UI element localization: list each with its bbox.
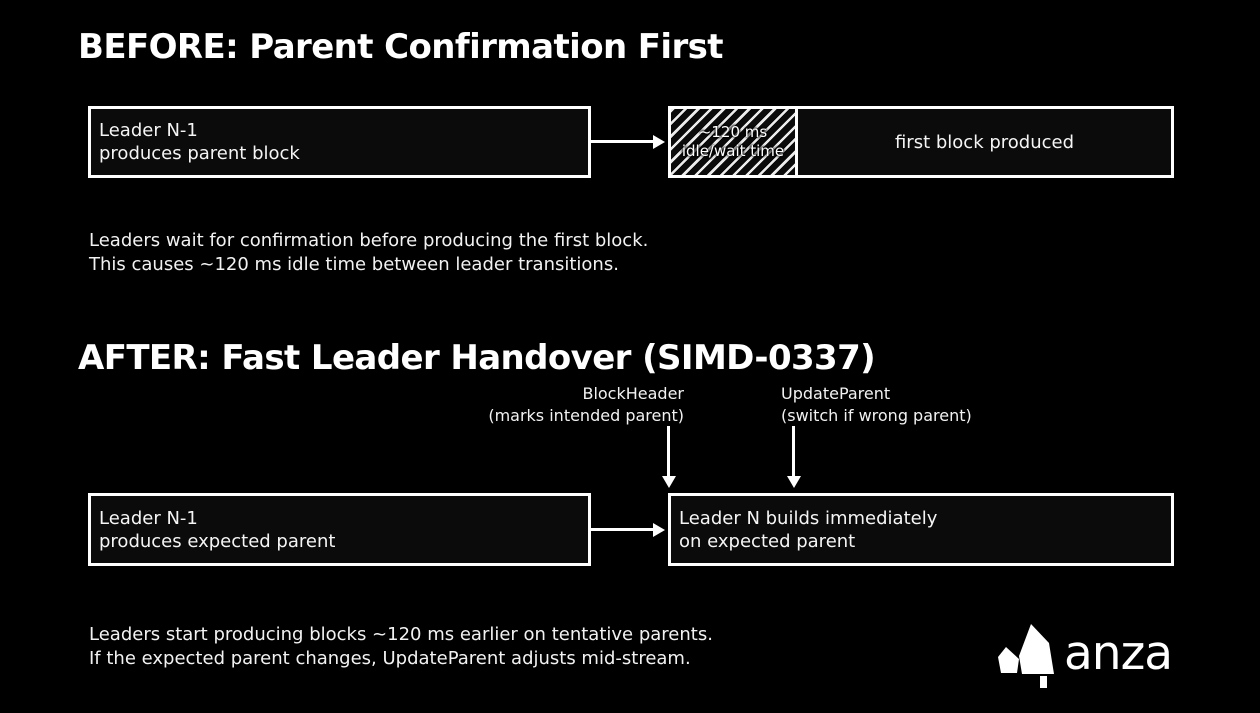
before-leader-box-line1: Leader N-1 — [99, 120, 198, 141]
idle-wait-hatched-segment: ~120 ms idle/wait time — [671, 109, 798, 175]
block-header-annotation-line1: BlockHeader — [582, 384, 684, 403]
before-result-box: ~120 ms idle/wait time first block produ… — [668, 106, 1174, 178]
after-note-line2: If the expected parent changes, UpdatePa… — [89, 647, 691, 669]
after-note-line1: Leaders start producing blocks ~120 ms e… — [89, 624, 713, 645]
before-note: Leaders wait for confirmation before pro… — [89, 229, 648, 276]
arrow-right-icon — [590, 134, 665, 149]
after-note: Leaders start producing blocks ~120 ms e… — [89, 623, 713, 670]
block-header-annotation: BlockHeader (marks intended parent) — [384, 383, 684, 427]
before-note-line1: Leaders wait for confirmation before pro… — [89, 230, 649, 251]
block-header-arrow-down-icon — [661, 426, 676, 488]
after-leader-box-line2: produces expected parent — [99, 530, 336, 552]
update-parent-annotation: UpdateParent (switch if wrong parent) — [781, 383, 972, 427]
after-builds-box-line1: Leader N builds immediately — [679, 507, 938, 529]
after-leader-box: Leader N-1 produces expected parent — [88, 493, 591, 566]
before-leader-box: Leader N-1 produces parent block — [88, 106, 591, 178]
after-leader-box-line1: Leader N-1 — [99, 507, 198, 529]
update-parent-arrow-down-icon — [786, 426, 801, 488]
before-note-line2: This causes ~120 ms idle time between le… — [89, 253, 619, 275]
before-leader-box-line2: produces parent block — [99, 143, 300, 164]
after-builds-box-line2: on expected parent — [679, 530, 856, 552]
idle-box-line2: idle/wait time — [681, 142, 785, 160]
idle-box-line1: ~120 ms — [698, 123, 768, 141]
anza-logo-wordmark: anza — [1064, 626, 1173, 681]
anza-logo-mark-icon — [998, 624, 1054, 688]
arrow-right-icon — [590, 522, 665, 537]
after-builds-box: Leader N builds immediately on expected … — [668, 493, 1174, 566]
first-block-produced-segment: first block produced — [894, 131, 1075, 153]
before-section-title: BEFORE: Parent Confirmation First — [78, 27, 724, 67]
anza-logo: anza — [996, 618, 1173, 690]
after-section-title: AFTER: Fast Leader Handover (SIMD-0337) — [78, 338, 876, 378]
block-header-annotation-line2: (marks intended parent) — [488, 406, 684, 425]
update-parent-annotation-line2: (switch if wrong parent) — [781, 406, 972, 425]
update-parent-annotation-line1: UpdateParent — [781, 384, 891, 403]
